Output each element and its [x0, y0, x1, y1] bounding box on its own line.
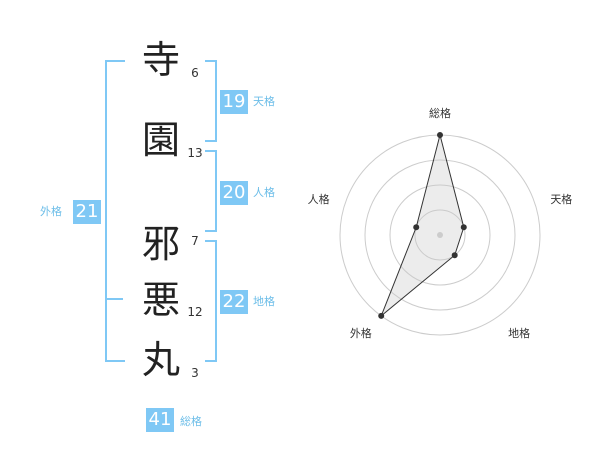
gaikaku-bracket-divider — [105, 298, 123, 300]
radar-center-dot — [437, 232, 443, 238]
chikaku-value: 22 — [220, 290, 248, 314]
radar-point-5 — [413, 224, 420, 231]
jinkaku-value: 20 — [220, 181, 248, 205]
radar-axis-label-3: 地格 — [508, 326, 530, 340]
jinkaku-bracket — [205, 150, 217, 232]
tenkaku-value: 19 — [220, 90, 248, 114]
radar-grid-ring-2 — [389, 184, 491, 286]
radar-axis-label-4: 外格 — [350, 326, 372, 340]
name-char-1: 寺 — [141, 38, 180, 82]
tenkaku-bracket — [205, 60, 217, 142]
stroke-count-1: 6 — [191, 66, 199, 80]
stroke-count-5: 3 — [191, 366, 199, 380]
gaikaku-bracket — [105, 60, 125, 362]
stroke-count-4: 12 — [187, 305, 203, 319]
radar-grid-ring-1 — [414, 209, 466, 261]
stroke-count-3: 7 — [191, 234, 199, 248]
name-char-5: 丸 — [141, 338, 180, 382]
radar-series-polygon — [380, 134, 465, 317]
radar-point-1 — [437, 132, 443, 138]
tenkaku-label: 天格 — [253, 95, 275, 108]
name-char-3: 邪 — [141, 222, 180, 266]
radar-point-3 — [451, 252, 458, 259]
soukaku-label: 総格 — [180, 415, 202, 428]
gaikaku-value: 21 — [73, 200, 101, 224]
name-char-4: 悪 — [141, 278, 180, 322]
chikaku-label: 地格 — [253, 295, 275, 308]
radar-grid-ring-4 — [339, 134, 541, 336]
chikaku-bracket — [205, 240, 217, 362]
radar-axis-label-1: 総格 — [429, 106, 451, 120]
jinkaku-label: 人格 — [253, 186, 275, 199]
gaikaku-label: 外格 — [40, 205, 62, 218]
radar-grid-ring-3 — [364, 159, 516, 311]
radar-point-4 — [378, 312, 385, 319]
stroke-count-2: 13 — [187, 146, 203, 160]
radar-point-2 — [460, 224, 467, 231]
radar-axis-label-5: 人格 — [308, 192, 330, 206]
name-char-2: 園 — [141, 118, 180, 162]
radar-axis-label-2: 天格 — [550, 192, 572, 206]
soukaku-value: 41 — [146, 408, 174, 432]
